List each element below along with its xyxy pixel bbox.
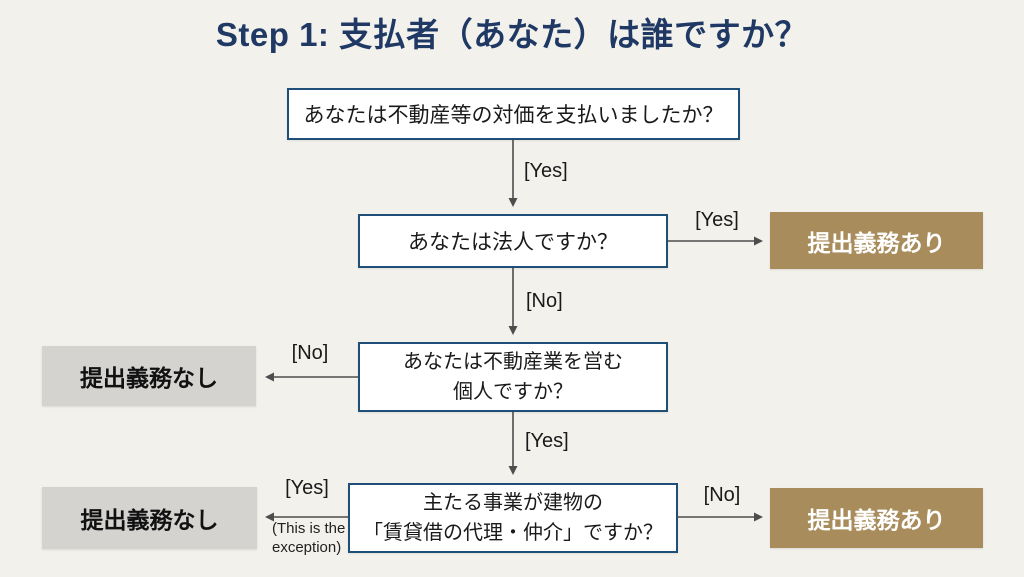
question-box-real-estate-individual: あなたは不動産業を営む 個人ですか？ — [358, 342, 668, 412]
exception-note: (This is the exception) — [272, 520, 346, 556]
edge-label-q4-no: [No] — [703, 484, 741, 506]
question-box-main-business-lease-brokerage: 主たる事業が建物の 「賃貸借の代理・仲介」ですか？ — [348, 483, 678, 553]
edge-label-q3-no: [No] — [291, 342, 329, 364]
edge-label-q2-yes: [Yes] — [695, 209, 739, 231]
result-box-no-obligation-mid: 提出義務なし — [42, 346, 256, 406]
edge-label-q1-yes: [Yes] — [524, 160, 568, 182]
edge-label-q3-yes: [Yes] — [525, 430, 569, 452]
edge-label-q2-no: [No] — [526, 290, 563, 312]
result-box-obligation-bottom: 提出義務あり — [770, 488, 983, 548]
page-title: Step 1: 支払者（あなた）は誰ですか？ — [215, 16, 809, 53]
result-box-obligation-top: 提出義務あり — [770, 212, 983, 269]
question-box-corporation: あなたは法人ですか？ — [358, 214, 668, 268]
edge-label-q4-yes: [Yes] — [285, 477, 329, 499]
result-box-no-obligation-bottom: 提出義務なし — [42, 487, 257, 549]
question-box-paid-consideration: あなたは不動産等の対価を支払いましたか？ — [287, 88, 740, 140]
